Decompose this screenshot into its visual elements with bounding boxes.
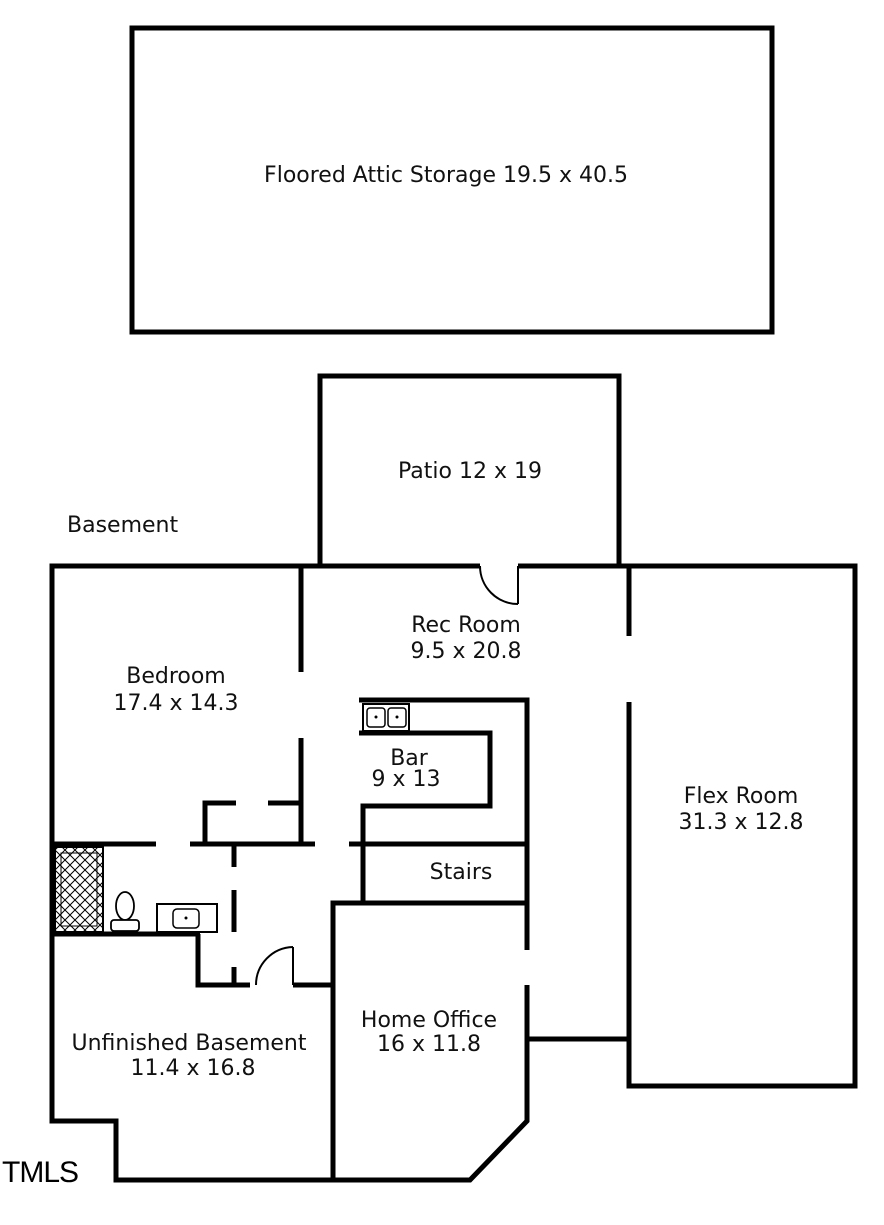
- bedroom-name: Bedroom: [126, 664, 226, 689]
- flex-room-dims: 31.3 x 12.8: [679, 810, 804, 835]
- vanity-sink-icon: [156, 903, 218, 933]
- shower-icon: [54, 846, 104, 933]
- bar-dims: 9 x 13: [372, 767, 441, 792]
- interior-walls: [52, 566, 632, 1180]
- bar-name: Bar: [390, 746, 429, 771]
- mls-watermark: TMLS: [2, 1156, 78, 1189]
- attic-outline: [129, 25, 775, 335]
- attic-label: Floored Attic Storage 19.5 x 40.5: [264, 163, 628, 188]
- level-title: Basement: [67, 513, 178, 538]
- bar-sink-icon: [362, 703, 410, 732]
- exterior-walls: [49, 563, 858, 1183]
- stairs-name: Stairs: [430, 860, 493, 885]
- hall-door: [255, 946, 294, 986]
- unfinished-name: Unfinished Basement: [72, 1031, 307, 1056]
- home-office-dims: 16 x 11.8: [377, 1032, 481, 1057]
- flex-room-name: Flex Room: [684, 784, 799, 809]
- rec-room-dims: 9.5 x 20.8: [411, 639, 522, 664]
- home-office-name: Home Office: [361, 1008, 497, 1033]
- unfinished-dims: 11.4 x 16.8: [131, 1056, 256, 1081]
- patio-door: [479, 565, 519, 605]
- patio-outline: [317, 373, 622, 566]
- patio-label: Patio 12 x 19: [398, 459, 542, 484]
- toilet-icon: [110, 891, 140, 932]
- bedroom-dims: 17.4 x 14.3: [114, 691, 239, 716]
- rec-room-name: Rec Room: [411, 613, 521, 638]
